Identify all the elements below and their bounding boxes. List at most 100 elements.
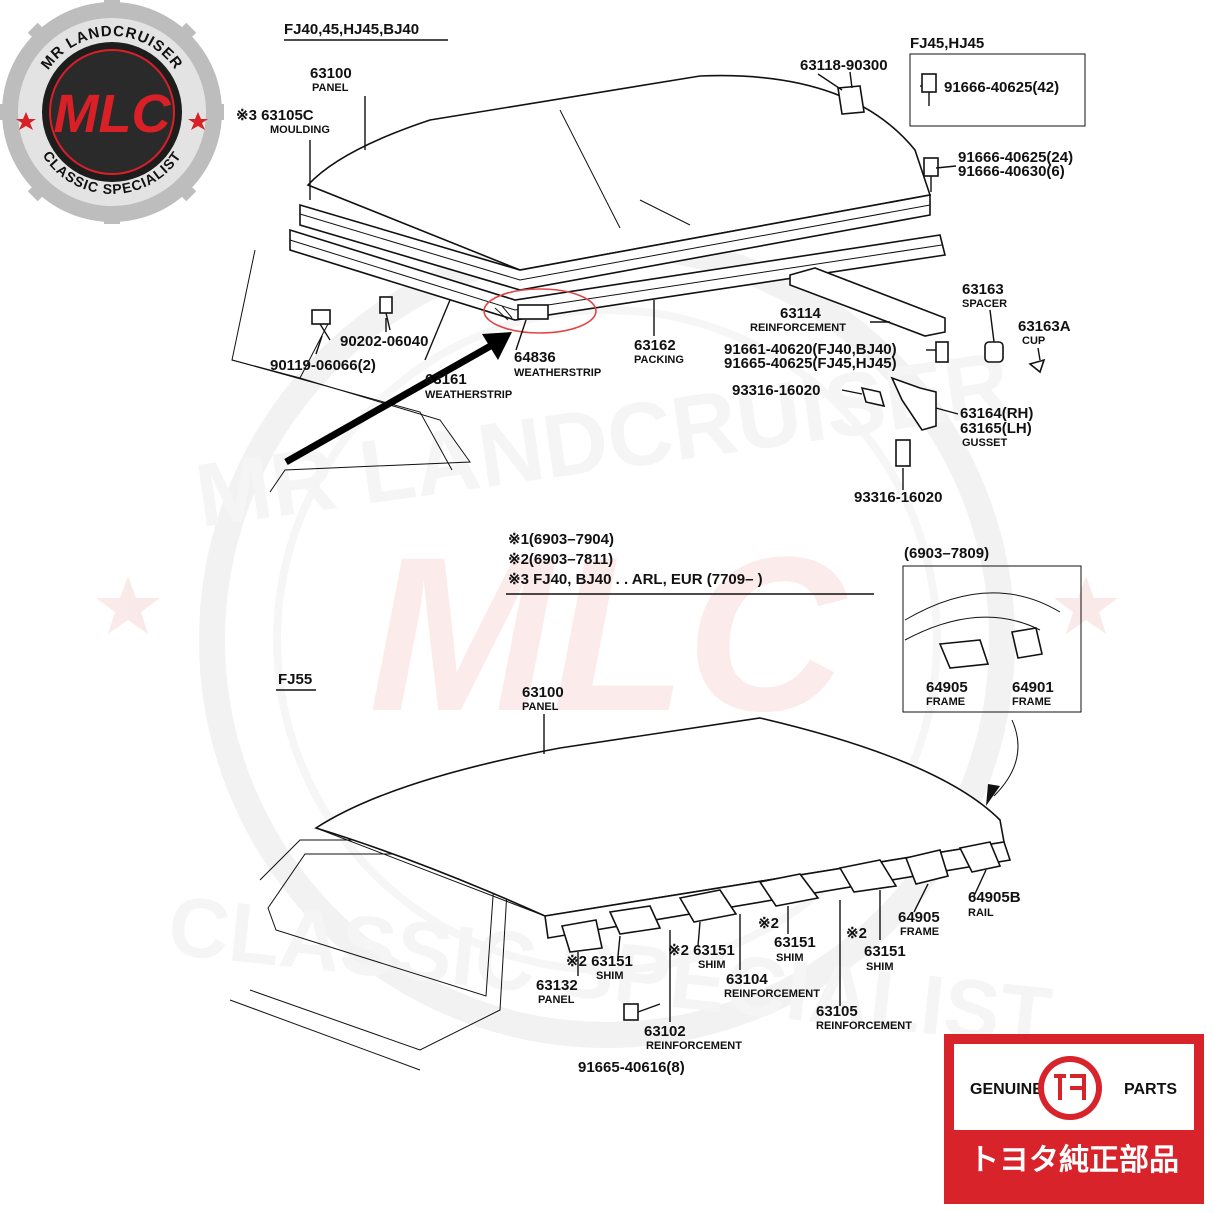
svg-text:63151: 63151 [774,934,816,951]
svg-text:※2 63151: ※2 63151 [668,942,735,959]
gusset-icon [890,376,937,431]
pointer-arrow-icon [284,332,512,466]
label-63104: 63104 REINFORCEMENT [724,971,820,1000]
nut-90202-icon [379,296,393,331]
label-63118: 63118-90300 [800,57,888,74]
screw-91666-42-icon [921,73,937,93]
label-63151a: ※2 63151 SHIM [566,953,633,982]
badge-japanese-text: トヨタ純正部品 [969,1143,1179,1177]
logo-mark-text: MLC [54,84,172,144]
svg-text:RAIL: RAIL [968,907,994,919]
inset-6903-7809: (6903–7809) 64905 FRAME 64901 FRAME [902,545,1082,806]
svg-text:FRAME: FRAME [926,696,965,708]
svg-text:SHIM: SHIM [698,959,726,971]
genuine-parts-badge: GENUINE PARTS トヨタ純正部品 [944,1034,1204,1204]
leaders-top [309,73,1041,490]
inset-arrow-icon [986,784,1000,806]
svg-text:PANEL: PANEL [538,994,575,1006]
label-63132: 63132 PANEL [536,977,578,1006]
svg-text:63163A: 63163A [1018,318,1071,335]
svg-text:PACKING: PACKING [634,354,684,366]
rail-64905b-icon [958,841,1002,873]
screw-91666-icon [923,157,939,192]
label-64901: 64901 FRAME [1012,679,1054,708]
svg-text:64901: 64901 [1012,679,1054,696]
label-63162: 63162 PACKING [634,337,684,366]
svg-text:63104: 63104 [726,971,768,988]
svg-text:63132: 63132 [536,977,578,994]
label-64905b: 64905 FRAME [898,909,940,938]
svg-text:GUSSET: GUSSET [962,437,1008,449]
label-64836: 64836 WEATHERSTRIP [514,349,601,379]
label-91666-6: 91666-40630(6) [958,163,1065,180]
highlight-circle [483,288,597,334]
svg-text:REINFORCEMENT: REINFORCEMENT [750,322,846,334]
label-63163a: 63163A CUP [1018,318,1071,347]
svg-text:REINFORCEMENT: REINFORCEMENT [816,1020,912,1032]
label-64905a: 64905 FRAME [926,679,968,708]
svg-text:SHIM: SHIM [776,952,804,964]
svg-text:REINFORCEMENT: REINFORCEMENT [646,1040,742,1052]
label-90202: 90202-06040 [340,333,428,350]
svg-text:PANEL: PANEL [312,82,349,94]
svg-text:63162: 63162 [634,337,676,354]
inset-top-header: FJ45,HJ45 [910,35,984,52]
svg-text:63165(LH): 63165(LH) [960,420,1032,437]
svg-text:MOULDING: MOULDING [270,124,330,136]
svg-text:SHIM: SHIM [866,961,894,973]
svg-text:SPACER: SPACER [962,298,1007,310]
frame-64905-icon [938,639,990,669]
bolt-91661-icon [935,341,949,363]
label-63151d: ※2 63151 SHIM [846,925,906,973]
svg-text:PANEL: PANEL [522,701,559,713]
svg-text:CUP: CUP [1022,335,1045,347]
svg-text:REINFORCEMENT: REINFORCEMENT [724,988,820,1000]
svg-text:FRAME: FRAME [900,926,939,938]
svg-text:63100: 63100 [522,684,564,701]
label-63151b: ※2 63151 SHIM [668,942,735,971]
cup-63163a-icon [1028,358,1046,374]
clip-63118-icon [837,71,865,115]
svg-text:64905: 64905 [898,909,940,926]
label-63161: 63161 WEATHERSTRIP [425,371,512,401]
badge-genuine-text: GENUINE [970,1081,1043,1098]
note-3: ※3 FJ40, BJ40 . . ARL, EUR (7709– ) [508,571,763,588]
label-91661: 91661-40620(FJ40,BJ40) [724,341,897,358]
watermark-star-left-icon [96,576,160,634]
svg-text:SHIM: SHIM [596,970,624,982]
svg-text:※2: ※2 [846,925,867,942]
svg-text:64836: 64836 [514,349,556,366]
label-63105: 63105 REINFORCEMENT [816,1003,912,1032]
hardtop-fj40 [231,71,1046,493]
toyota-emblem-icon [1038,1056,1102,1120]
label-63163: 63163 SPACER [962,281,1007,310]
frame-64901-icon [1011,627,1043,659]
inset-fj45: FJ45,HJ45 [909,35,1086,127]
label-63105c: ※3 63105C MOULDING [236,107,330,136]
svg-text:63161: 63161 [425,371,467,388]
spacer-63163-icon [984,341,1004,363]
header-fj55: FJ55 [278,671,312,688]
note-2: ※2(6903–7811) [508,551,613,568]
label-91665b: 91665-40616(8) [578,1059,685,1076]
svg-text:※2 63151: ※2 63151 [566,953,633,970]
watermark-star-right-icon [1054,576,1118,634]
inset-bottom-header: (6903–7809) [904,545,989,562]
frame-64905-lower-icon [904,849,950,885]
header-top-models: FJ40,45,HJ45,BJ40 [284,21,419,38]
notes: ※1(6903–7904) ※2(6903–7811) ※3 FJ40, BJ4… [506,531,874,595]
label-63151c: ※2 63151 SHIM [758,915,816,964]
badge-parts-text: PARTS [1124,1081,1177,1098]
svg-text:63114: 63114 [780,305,822,322]
svg-text:FRAME: FRAME [1012,696,1051,708]
label-63164: 63164(RH) [960,405,1033,422]
label-91666-42: 91666-40625(42) [944,79,1059,96]
svg-text:63100: 63100 [310,65,352,82]
svg-text:64905: 64905 [926,679,968,696]
svg-text:※3 63105C: ※3 63105C [236,107,314,124]
logo-star-left-icon [16,112,36,130]
label-93316a: 93316-16020 [732,382,820,399]
label-64905rail: 64905B RAIL [968,889,1021,919]
